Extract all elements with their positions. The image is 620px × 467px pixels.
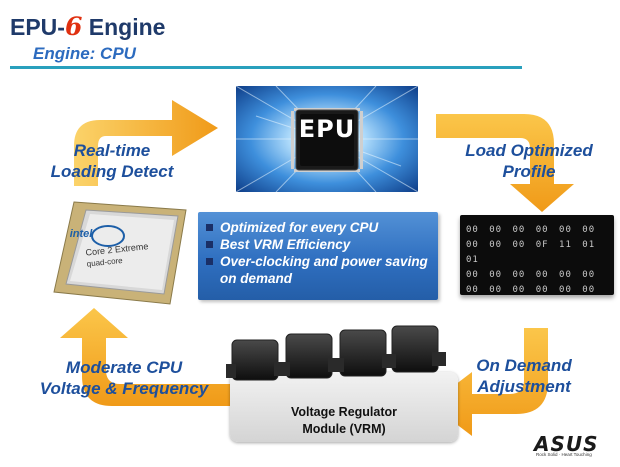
vrm-base — [230, 372, 458, 442]
page-title: EPU-6 Engine — [10, 12, 166, 41]
feature-item: Over-clocking and power saving on demand — [206, 253, 432, 287]
arrow-to-chip — [74, 100, 218, 186]
epu-chip-image — [236, 86, 418, 192]
matrix-row: 00 00 00 00 00 00 — [466, 285, 596, 295]
cpu-image — [53, 201, 187, 305]
feature-item: Optimized for every CPU — [206, 219, 432, 236]
matrix-row: 00 00 00 00 00 00 — [466, 270, 596, 280]
bullet-icon — [206, 258, 213, 265]
profile-matrix-display: 00 00 00 00 00 00 00 00 00 0F 11 01 01 0… — [460, 215, 614, 295]
feature-item: Best VRM Efficiency — [206, 236, 432, 253]
cpu-brand: intel — [69, 228, 93, 240]
title-number: 6 — [64, 12, 83, 41]
header-divider — [10, 66, 522, 69]
arrow-to-vrm — [430, 328, 548, 436]
matrix-row: 00 00 00 00 00 00 — [466, 225, 596, 235]
asus-logo: ASUS — [534, 432, 599, 456]
matrix-row: 00 00 00 0F 11 01 01 — [466, 240, 596, 265]
vrm-chokes-image — [226, 325, 446, 381]
arrow-to-profile — [436, 114, 574, 212]
bullet-icon — [206, 224, 213, 231]
feature-list-box: Optimized for every CPU Best VRM Efficie… — [198, 212, 438, 300]
epu-chip-label: EPU — [298, 115, 356, 143]
asus-tagline: Rock Solid · Heart Touching — [536, 452, 592, 457]
bullet-icon — [206, 241, 213, 248]
arrow-to-cpu — [60, 308, 232, 406]
page-subtitle: Engine: CPU — [33, 44, 136, 63]
